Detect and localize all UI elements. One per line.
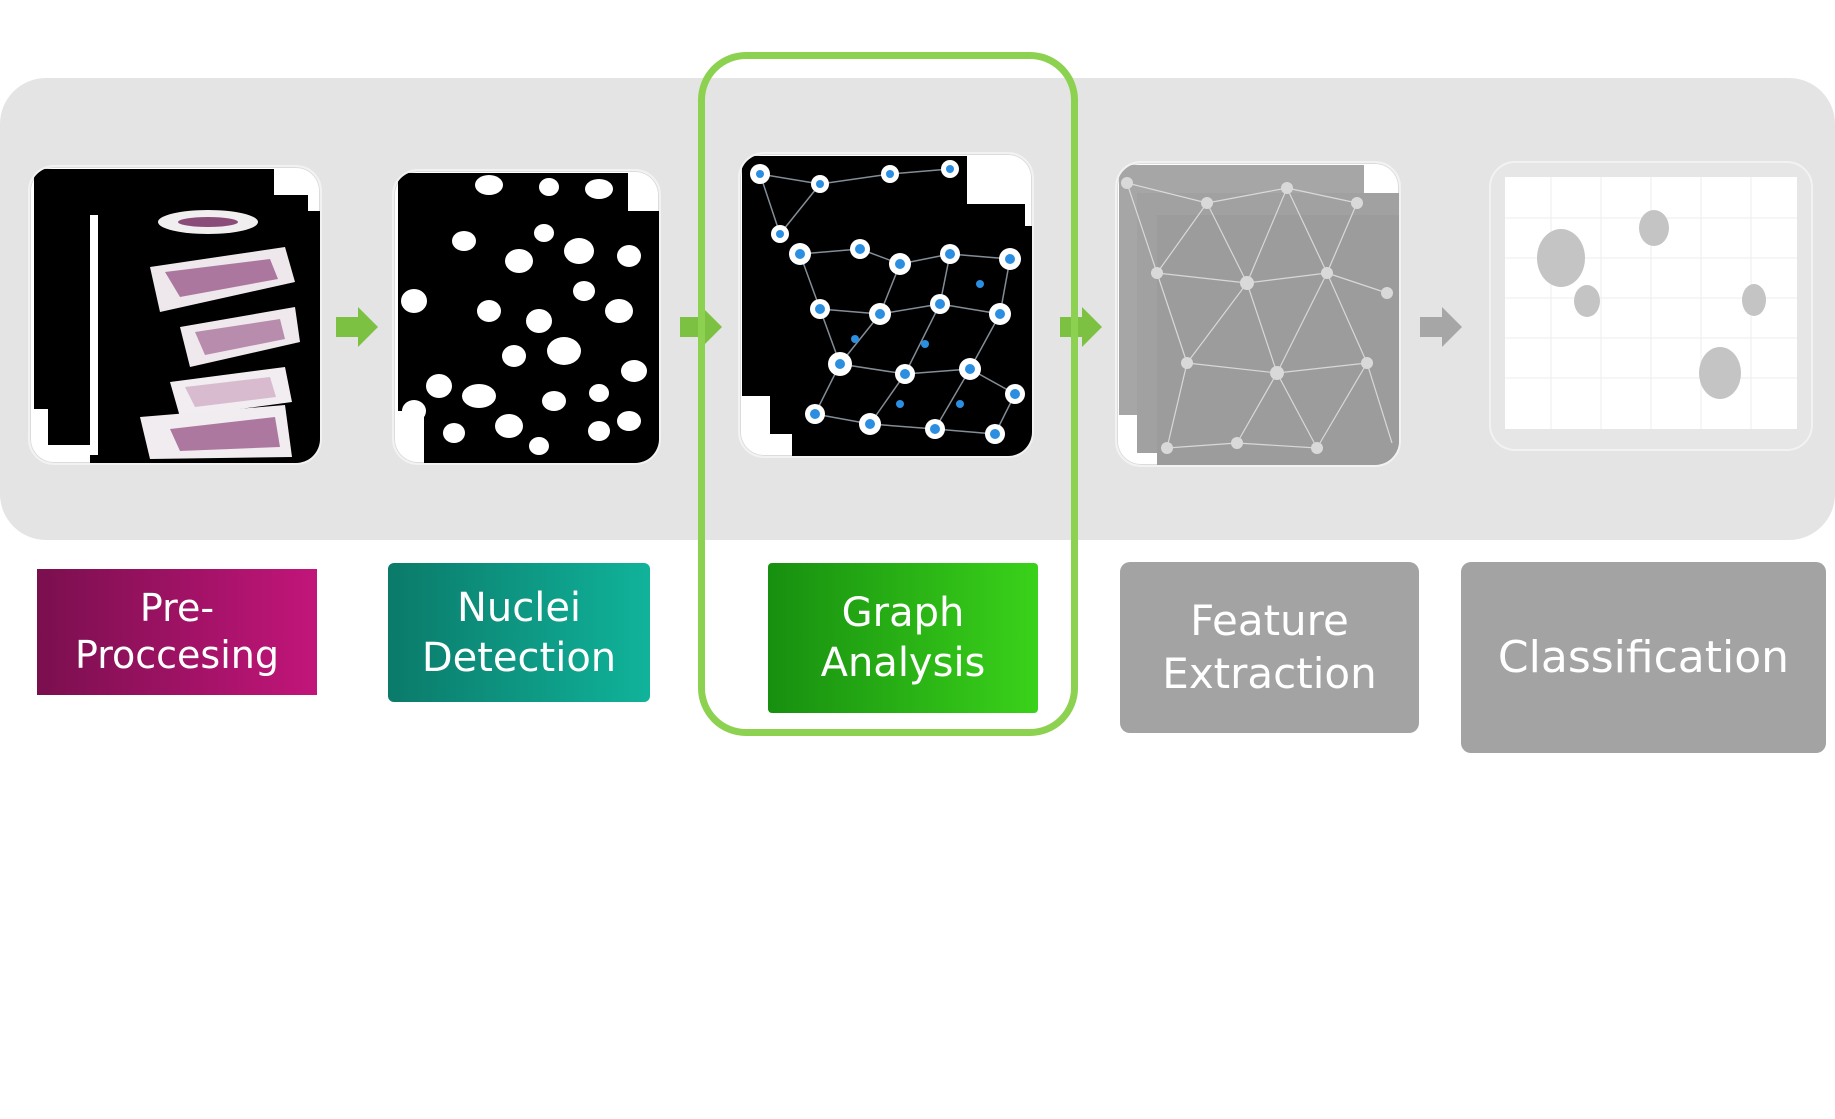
graph-analysis-thumbnail: [738, 152, 1034, 458]
stage-label-classification: Classification: [1461, 562, 1826, 753]
arrow-icon: [1420, 307, 1462, 347]
faded-graph-image: [1119, 165, 1399, 465]
stage-label-nuclei-detection: Nuclei Detection: [388, 563, 650, 702]
stage-label-graph-analysis: Graph Analysis: [768, 563, 1038, 713]
faded-scatter-image: [1491, 163, 1811, 449]
graph-analysis-highlight-frame: [698, 52, 1078, 736]
nuclei-mask-image: [398, 173, 659, 463]
arrow-icon: [1060, 307, 1102, 347]
nuclei-graph-image: [742, 156, 1032, 456]
feature-extraction-thumbnail: [1115, 161, 1401, 467]
arrow-icon: [336, 307, 378, 347]
tissue-slices-image: [34, 169, 320, 463]
preprocessing-thumbnail: [28, 165, 322, 465]
stage-label-pre-processing: Pre- Proccesing: [37, 569, 317, 695]
nuclei-detection-thumbnail: [392, 169, 661, 465]
stage-label-feature-extraction: Feature Extraction: [1120, 562, 1419, 733]
classification-thumbnail: [1489, 161, 1813, 451]
